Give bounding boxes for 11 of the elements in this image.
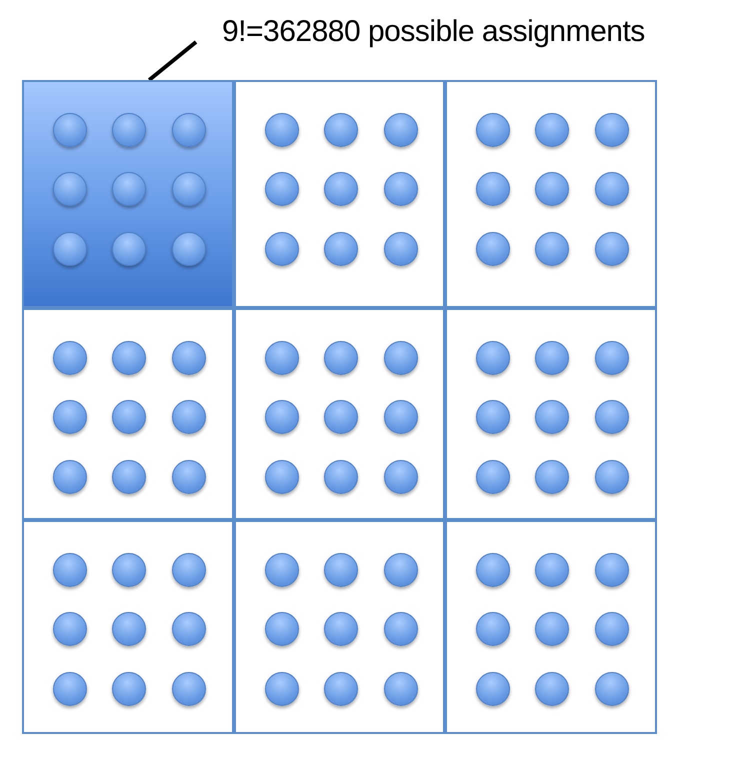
block (445, 80, 657, 308)
annotation-text: 9!=362880 possible assignments (222, 17, 645, 47)
block (445, 520, 657, 734)
block (22, 308, 234, 520)
block (234, 308, 445, 520)
block (234, 80, 445, 308)
block (22, 520, 234, 734)
block (234, 520, 445, 734)
block (445, 308, 657, 520)
highlighted-block (22, 80, 234, 308)
leader-line (148, 40, 198, 82)
